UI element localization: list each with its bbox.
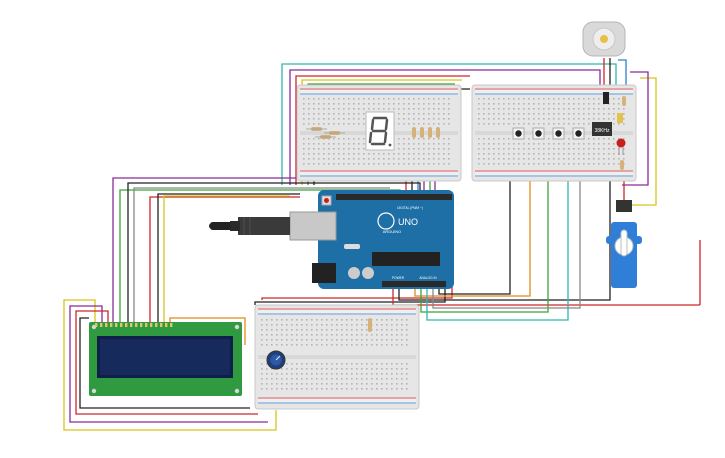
resistors-right: [412, 127, 440, 138]
ir-receiver: 38KHz: [592, 122, 612, 136]
lcd-pin: [130, 323, 133, 327]
lcd-display: [89, 322, 242, 396]
resistor: [412, 127, 416, 138]
analog-power-header: [382, 281, 446, 287]
arduino-brand-text: UNO: [398, 217, 418, 227]
wire-teal-top: [281, 63, 617, 185]
resistor: [620, 160, 624, 170]
resistor: [428, 127, 432, 138]
wire-analog-black: [398, 160, 611, 301]
wire-blue-motor: [618, 59, 627, 90]
wire-lcd-black-1: [127, 182, 421, 322]
lcd-pin: [150, 323, 153, 327]
wire-lcd-red: [149, 196, 300, 322]
lcd-pin: [160, 323, 163, 327]
lcd-pin: [120, 323, 123, 327]
arduino-logo-icon: [377, 212, 395, 230]
ir-receiver-label: 38KHz: [594, 128, 610, 134]
wire-analog-teal: [426, 165, 569, 321]
lcd-pin: [135, 323, 138, 327]
breadboard-holes: [261, 319, 408, 390]
lcd-pin-header: [95, 323, 173, 327]
power-jack: [312, 263, 336, 283]
lcd-pin: [110, 323, 113, 327]
wire-lcd-orange: [169, 317, 246, 345]
push-button[interactable]: [552, 127, 565, 140]
resistor: [315, 135, 336, 139]
dc-motor: [582, 21, 626, 57]
resistor: [420, 127, 424, 138]
servo-motor: [606, 200, 642, 288]
transistor: [603, 92, 609, 104]
push-button[interactable]: [532, 127, 545, 140]
lcd-pin: [140, 323, 143, 327]
resistor: [306, 127, 327, 131]
wire-lcd-purple: [112, 177, 436, 322]
wire-red-top: [295, 75, 470, 185]
push-buttons: [512, 127, 585, 140]
resistor: [436, 127, 440, 138]
lcd-pin: [125, 323, 128, 327]
lcd-pin: [95, 323, 98, 327]
wire-lcd-black-2: [157, 193, 300, 322]
wire-lcd-loop-black: [79, 317, 250, 409]
wire-analog-green: [420, 165, 549, 313]
resistor: [324, 131, 345, 135]
resistor: [368, 318, 372, 332]
capacitor: [617, 113, 623, 123]
wire-lcd-yellow: [163, 195, 290, 322]
seven-segment-display: [365, 111, 395, 151]
usb-cable: [209, 217, 290, 235]
breadboard-bottom: [254, 304, 420, 410]
usb-port: [289, 211, 337, 241]
resistor: [622, 96, 626, 106]
lcd-pin: [115, 323, 118, 327]
lcd-pin: [155, 323, 158, 327]
wire-analog-orange: [414, 165, 531, 297]
lcd-pin: [145, 323, 148, 327]
lcd-pin: [100, 323, 103, 327]
wire-lcd-gray: [133, 187, 390, 322]
push-button[interactable]: [512, 127, 525, 140]
atmega-chip: [372, 252, 440, 266]
led-red: [616, 138, 626, 155]
analog-label: ANALOG IN: [419, 276, 437, 280]
digital-label: DIGITAL (PWM ~): [397, 206, 423, 210]
wire-lcd-loop-red: [75, 310, 258, 415]
wire-analog-gray: [432, 165, 581, 309]
push-button[interactable]: [572, 127, 585, 140]
wire-purple-right: [622, 71, 649, 186]
wire-analog-black-2: [438, 165, 511, 295]
lcd-pin: [105, 323, 108, 327]
arduino-model-text: ARDUINO: [383, 229, 401, 234]
potentiometer[interactable]: [266, 350, 286, 370]
power-label: POWER: [392, 276, 405, 280]
wire-lcd-loop-yellow: [63, 299, 277, 431]
digital-header: [336, 194, 452, 200]
arduino-uno: UNO ARDUINO DIGITAL (PWM ~) POWER ANALOG…: [289, 190, 454, 289]
wire-purple-top: [289, 69, 601, 185]
resistors-left: [306, 127, 345, 139]
lcd-pin: [170, 323, 173, 327]
lcd-pin: [165, 323, 168, 327]
